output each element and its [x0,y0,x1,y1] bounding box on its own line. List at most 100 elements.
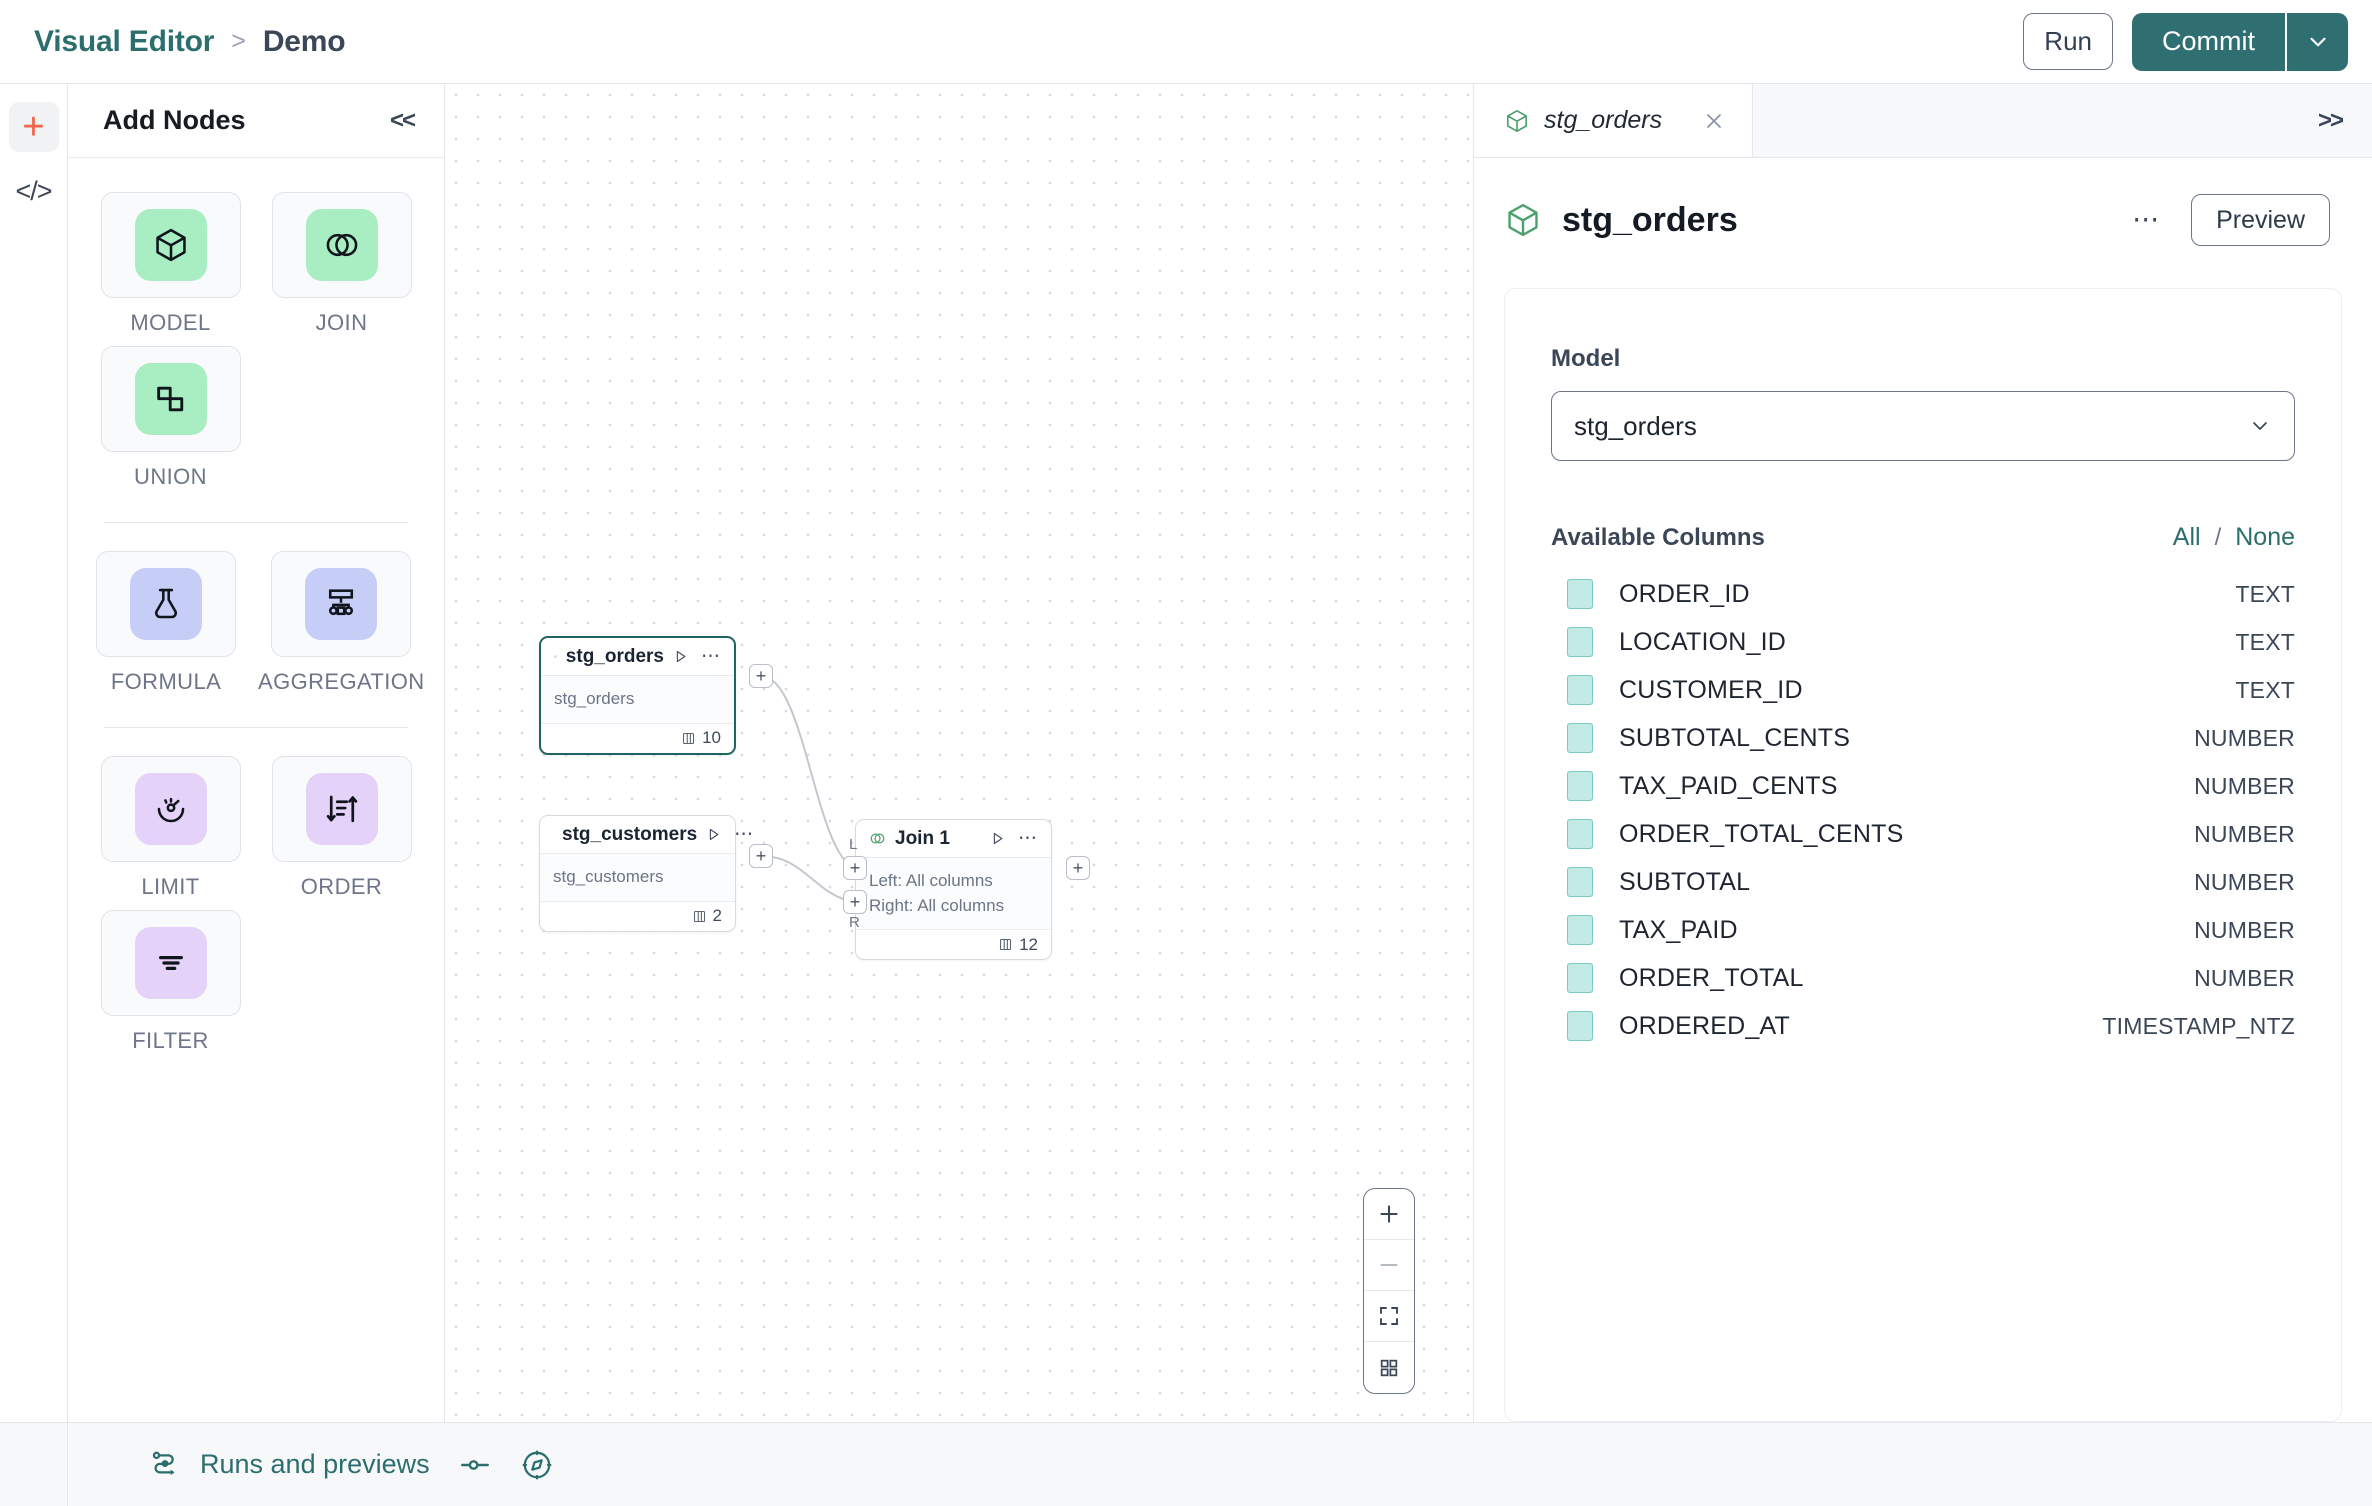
code-rail-button[interactable]: </> [9,166,59,216]
join-right-port-label: R [849,914,860,931]
aggregation-icon [305,568,378,640]
node-menu-icon[interactable]: ⋯ [1018,827,1038,849]
join-left-input-port[interactable]: + [843,856,867,880]
bottom-rail-strip [0,1423,68,1506]
zoom-in-button[interactable] [1364,1189,1414,1240]
node-type-label: UNION [134,464,207,489]
join-right-input-port[interactable]: + [843,890,867,914]
panel-menu-button[interactable]: ⋯ [2132,204,2162,235]
column-checkbox[interactable] [1567,819,1593,849]
run-node-icon[interactable] [990,831,1005,846]
column-checkbox[interactable] [1567,915,1593,945]
column-checkbox[interactable] [1567,1011,1593,1041]
zoom-out-button[interactable] [1364,1240,1414,1291]
commit-button[interactable]: Commit [2132,12,2285,71]
node-tile[interactable] [271,756,412,862]
node-type-model[interactable]: MODEL [96,192,245,336]
grid-icon [1380,1359,1398,1376]
divider [104,522,408,523]
canvas-node-stg-customers[interactable]: stg_customers ⋯ stg_customers 2 [539,815,753,932]
column-type: NUMBER [2194,916,2295,943]
node-group-sources: MODEL JOIN [96,192,416,500]
preview-button[interactable]: Preview [2191,194,2330,246]
node-tile[interactable] [96,551,236,657]
settings-toggle-button[interactable] [458,1448,492,1482]
node-body: Left: All columns Right: All columns [856,858,1051,930]
node-tile[interactable] [100,192,241,298]
explore-button[interactable] [520,1448,554,1482]
node-output-port[interactable]: + [749,844,773,868]
node-tile[interactable] [271,192,412,298]
node-type-label: FILTER [132,1028,209,1053]
tab-stg-orders[interactable]: stg_orders [1474,84,1754,157]
main-body: + </> Add Nodes << [0,84,2372,1422]
graph-canvas[interactable]: stg_orders ⋯ stg_orders 10 + [445,84,1474,1422]
mini-map-button[interactable] [1364,1342,1414,1393]
left-icon-rail: + </> [0,84,68,1422]
filter-icon [134,927,207,999]
column-checkbox[interactable] [1567,771,1593,801]
node-body: stg_customers [540,854,735,901]
node-type-aggregation[interactable]: AGGREGATION [258,551,425,695]
breadcrumb-separator: > [231,27,246,55]
add-node-rail-button[interactable]: + [8,102,59,152]
plus-icon: + [849,858,861,878]
node-tile[interactable] [100,756,241,862]
select-none-link[interactable]: None [2235,523,2295,551]
canvas-node-join-1[interactable]: Join 1 ⋯ Left: All columns Right: All co… [855,819,1052,961]
node-type-formula[interactable]: FORMULA [96,551,236,695]
node-tile[interactable] [271,551,412,657]
join-output-port[interactable]: + [1066,856,1090,880]
commit-dropdown-button[interactable] [2285,12,2348,71]
breadcrumb-root[interactable]: Visual Editor [34,24,215,58]
expand-panel-button[interactable]: >> [2317,106,2344,134]
node-type-order[interactable]: ORDER [267,756,416,900]
select-all-link[interactable]: All [2172,523,2201,551]
column-checkbox[interactable] [1567,723,1593,753]
runs-and-previews-label: Runs and previews [200,1449,430,1479]
tab-close-button[interactable] [1702,109,1726,133]
node-menu-icon[interactable]: ⋯ [701,645,721,667]
run-node-icon[interactable] [673,649,688,664]
run-node-icon[interactable] [706,827,721,842]
column-checkbox[interactable] [1567,579,1593,609]
panel-tab-strip: stg_orders >> [1474,84,2372,158]
column-checkbox[interactable] [1567,963,1593,993]
limit-icon [134,773,207,845]
run-button[interactable]: Run [2023,13,2113,70]
node-title: stg_orders [565,645,664,667]
node-menu-icon[interactable]: ⋯ [734,823,755,845]
column-name: ORDER_TOTAL_CENTS [1619,819,1904,848]
column-type: TEXT [2235,580,2295,607]
node-type-join[interactable]: JOIN [267,192,416,336]
model-select[interactable]: stg_orders [1551,391,2295,461]
fit-view-button[interactable] [1364,1291,1414,1342]
canvas-node-stg-orders[interactable]: stg_orders ⋯ stg_orders 10 [539,636,736,755]
node-type-limit[interactable]: LIMIT [96,756,245,900]
node-type-union[interactable]: UNION [96,346,245,490]
column-checkbox[interactable] [1567,867,1593,897]
column-checkbox[interactable] [1567,627,1593,657]
node-tile[interactable] [100,910,241,1016]
cube-icon [1508,203,1538,237]
available-columns-header: Available Columns All / None [1551,523,2295,552]
column-checkbox[interactable] [1567,675,1593,705]
node-output-port[interactable]: + [749,664,773,688]
flask-icon [130,568,202,640]
node-header-actions: ⋯ [990,827,1038,849]
node-tile[interactable] [100,346,241,452]
node-column-count: 2 [712,906,722,926]
collapse-panel-button[interactable]: << [389,106,416,134]
runs-and-previews-button[interactable]: Runs and previews [148,1448,430,1482]
node-type-filter[interactable]: FILTER [96,910,245,1054]
